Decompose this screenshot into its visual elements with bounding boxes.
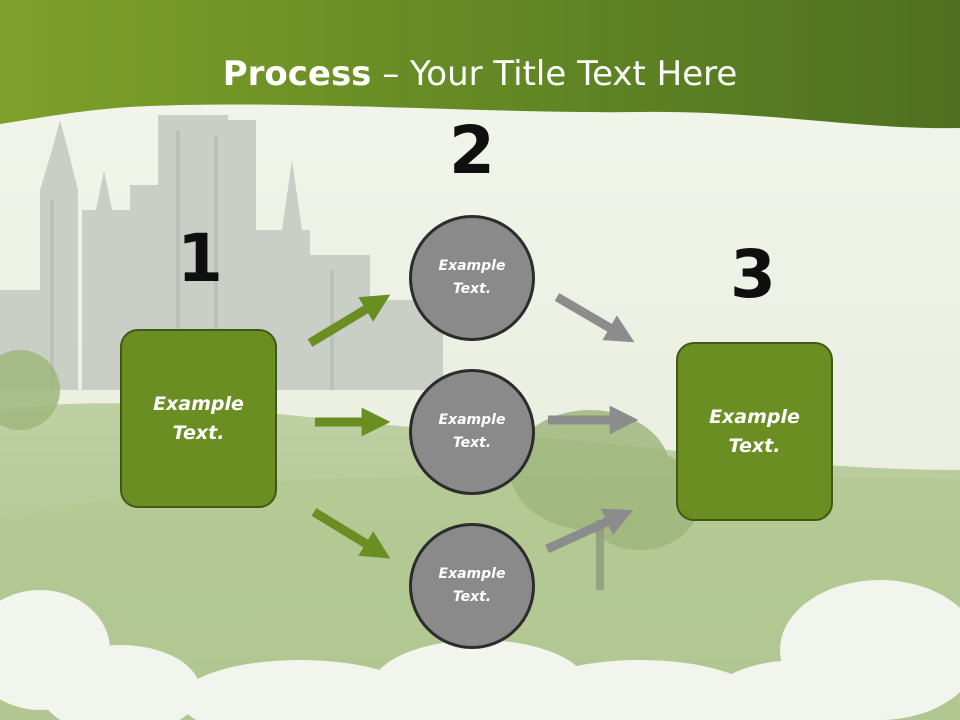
slide-title: Process – Your Title Text Here	[0, 52, 960, 96]
clouds	[0, 580, 960, 720]
circle-middle: Example Text.	[409, 369, 535, 495]
title-bold: Process	[222, 54, 372, 94]
header-band	[0, 0, 960, 129]
circle-bottom: Example Text.	[409, 523, 535, 649]
step-number-2: 2	[449, 112, 495, 189]
circle-top: Example Text.	[409, 215, 535, 341]
title-rest: – Your Title Text Here	[371, 54, 738, 94]
step-number-3: 3	[730, 236, 776, 313]
step-number-1: 1	[177, 220, 223, 297]
right-text-box: Example Text.	[676, 342, 833, 521]
left-text-box: Example Text.	[120, 329, 277, 508]
